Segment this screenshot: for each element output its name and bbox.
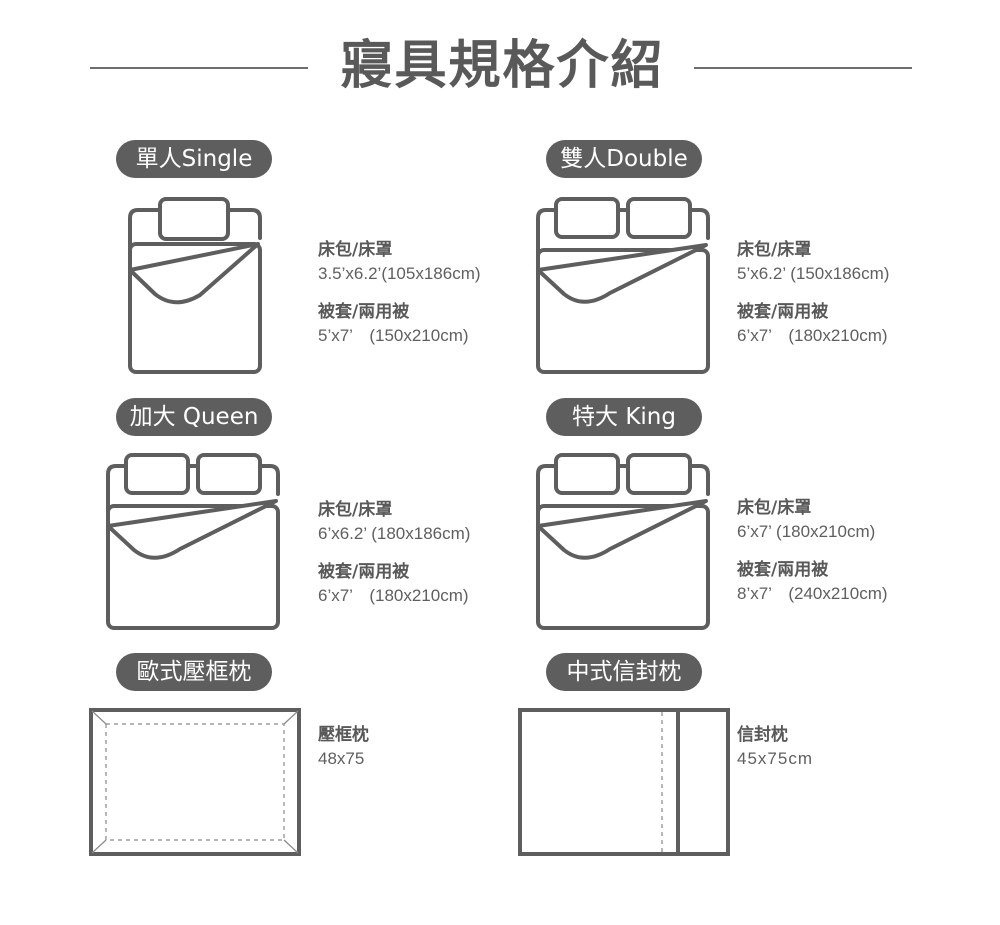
title-line-left [90,67,308,69]
label-queen: 加大 Queen [116,398,272,436]
label-double: 雙人Double [546,140,702,178]
spec-label: 被套/兩用被 [318,302,410,322]
spec-label: 床包/床罩 [737,240,812,260]
spec-value: 3.5’x6.2’(105x186cm) [318,264,481,283]
spec-value: 6’x7’ (180x210cm) [737,326,888,345]
spec-value: 6’x7’ (180x210cm) [318,586,469,605]
queen-bed-icon [106,453,280,630]
spec-label: 床包/床罩 [737,498,812,518]
spec-label: 床包/床罩 [318,500,393,520]
spec-value: 48x75 [318,749,365,768]
spec-double: 床包/床罩 5’x6.2’ (150x186cm) 被套/兩用被 6’x7’ (… [737,238,889,348]
spec-king: 床包/床罩 6’x7’ (180x210cm) 被套/兩用被 8’x7’ (24… [737,496,888,606]
label-euro-pillow: 歐式壓框枕 [116,653,272,691]
spec-value: 8’x7’ (240x210cm) [737,584,888,603]
single-bed-icon [128,197,262,374]
spec-label: 被套/兩用被 [318,562,410,582]
king-bed-icon [536,453,710,630]
title-line-right [694,67,912,69]
double-bed-icon [536,197,710,374]
spec-value: 6’x7’ (180x210cm) [737,522,876,541]
euro-pillow-icon [89,708,301,856]
label-single: 單人Single [116,140,272,178]
label-king: 特大 King [546,398,702,436]
spec-value: 6’x6.2’ (180x186cm) [318,524,471,543]
spec-single: 床包/床罩 3.5’x6.2’(105x186cm) 被套/兩用被 5’x7’ … [318,238,481,348]
spec-envelope-pillow: 信封枕 45x75cm [737,723,813,771]
spec-label: 信封枕 [737,725,788,745]
spec-label: 被套/兩用被 [737,302,829,322]
spec-label: 床包/床罩 [318,240,393,260]
spec-euro-pillow: 壓框枕 48x75 [318,723,369,771]
spec-value: 5’x6.2’ (150x186cm) [737,264,890,283]
label-envelope-pillow: 中式信封枕 [546,653,702,691]
spec-label: 被套/兩用被 [737,560,829,580]
spec-queen: 床包/床罩 6’x6.2’ (180x186cm) 被套/兩用被 6’x7’ (… [318,498,470,608]
spec-value: 45x75cm [737,749,813,768]
spec-value: 5’x7’ (150x210cm) [318,326,469,345]
spec-label: 壓框枕 [318,725,369,745]
envelope-pillow-icon [518,708,730,856]
page-title: 寢具規格介紹 [340,36,665,96]
